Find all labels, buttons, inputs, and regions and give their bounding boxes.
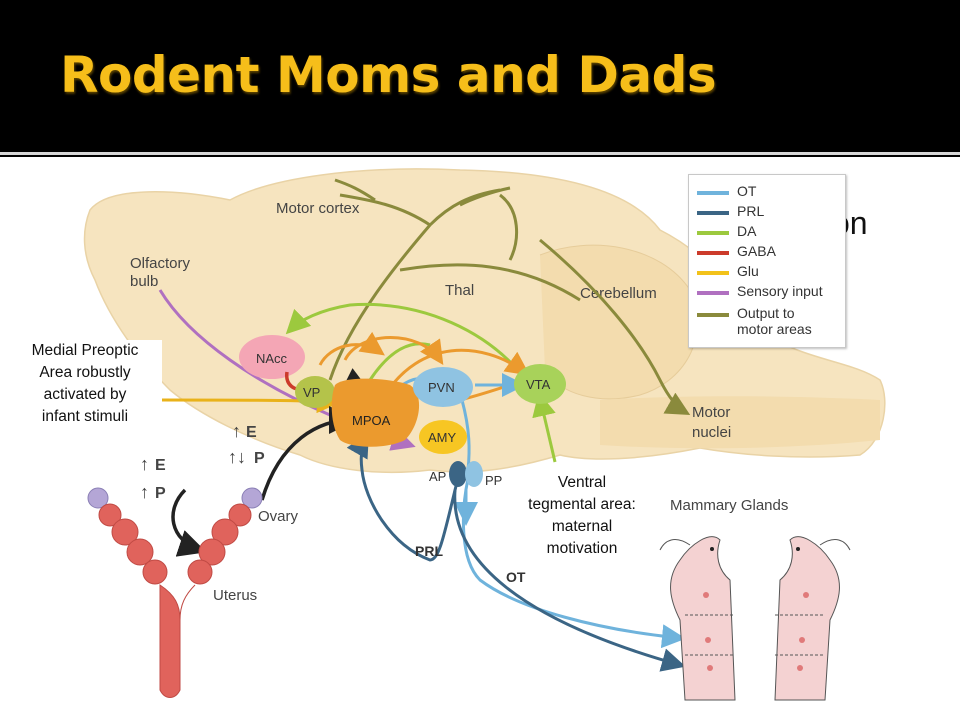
ap-label: AP xyxy=(429,469,446,484)
hormone-arrow-updown: ↑↓ xyxy=(228,447,246,467)
vp-nucleus: VP xyxy=(295,376,335,408)
prl-pathway-label: PRL xyxy=(415,543,443,559)
pvn-label: PVN xyxy=(428,380,455,395)
mpoa-callout-line-1: Medial Preoptic xyxy=(31,342,139,359)
motor-nuclei-label-2: nuclei xyxy=(692,424,731,441)
legend-swatch xyxy=(697,231,729,235)
hormone-arrow-up-3: ↑ xyxy=(140,482,149,502)
mpoa-nucleus: MPOA xyxy=(331,378,420,447)
vta-callout-line-1: Ventral xyxy=(557,474,607,491)
vta-callout: Ventral tegmental area: maternal motivat… xyxy=(505,472,659,560)
thal-label: Thal xyxy=(445,282,474,299)
progesterone-label-1: P xyxy=(254,450,265,467)
legend-swatch xyxy=(697,211,729,215)
mpoa-callout-line-3: activated by xyxy=(43,386,127,403)
amy-nucleus: AMY xyxy=(419,420,467,454)
estrogen-label-2: E xyxy=(155,457,166,474)
legend-swatch xyxy=(697,313,729,317)
mammary-glands-label: Mammary Glands xyxy=(670,497,788,514)
mpoa-callout-line-2: Area robustly xyxy=(39,364,131,381)
legend-swatch xyxy=(697,191,729,195)
motor-output-pathway xyxy=(328,178,691,415)
estrogen-label-1: E xyxy=(246,424,257,441)
motor-cortex-label: Motor cortex xyxy=(276,200,360,217)
pvn-nucleus: PVN xyxy=(413,367,473,407)
title-bar: Rodent Moms and Dads xyxy=(0,0,960,150)
mammary-glands-illustration xyxy=(659,536,851,701)
mpoa-label: MPOA xyxy=(352,413,391,428)
ot-pathway-label: OT xyxy=(506,569,526,585)
vta-callout-line-2: tegmental area: xyxy=(528,496,636,513)
legend-label: OT xyxy=(737,183,757,199)
legend-label: PRL xyxy=(737,203,765,219)
legend-label: DA xyxy=(737,223,757,239)
legend-label-line-2: motor areas xyxy=(737,321,812,337)
hormone-arrow-up-1: ↑ xyxy=(232,421,241,441)
legend-label: Glu xyxy=(737,263,759,279)
nacc-label: NAcc xyxy=(256,351,288,366)
uterus-illustration xyxy=(87,487,263,698)
legend-label: Output to xyxy=(737,305,795,321)
ovary-label: Ovary xyxy=(258,508,299,525)
legend-swatch xyxy=(697,291,729,295)
mpoa-callout-line-4: infant stimuli xyxy=(41,408,129,425)
pituitary: AP PP xyxy=(429,461,502,488)
olfactory-bulb-label-2: bulb xyxy=(130,273,158,290)
uterus-label: Uterus xyxy=(213,587,257,604)
vta-nucleus: VTA xyxy=(514,364,566,404)
legend-label: Sensory input xyxy=(737,283,823,299)
pp-label: PP xyxy=(485,473,502,488)
vp-label: VP xyxy=(303,385,320,400)
progesterone-label-2: P xyxy=(155,485,166,502)
nacc-nucleus: NAcc xyxy=(239,335,305,379)
amy-label: AMY xyxy=(428,430,457,445)
legend-swatch xyxy=(697,271,729,275)
legend-label: GABA xyxy=(737,243,776,259)
slide-title: Rodent Moms and Dads xyxy=(60,46,717,104)
vta-callout-line-3: maternal xyxy=(551,518,613,535)
mpoa-callout: Medial Preoptic Area robustly activated … xyxy=(8,340,162,428)
vta-callout-line-4: motivation xyxy=(546,540,618,557)
vta-label: VTA xyxy=(526,377,551,392)
hormone-arrow-up-2: ↑ xyxy=(140,454,149,474)
olfactory-bulb-label-1: Olfactory xyxy=(130,255,191,272)
motor-nuclei-label-1: Motor xyxy=(692,404,730,421)
title-divider xyxy=(0,152,960,155)
prolactin-pathway xyxy=(346,432,686,672)
brainstem-shape xyxy=(600,396,880,449)
legend-swatch xyxy=(697,251,729,255)
